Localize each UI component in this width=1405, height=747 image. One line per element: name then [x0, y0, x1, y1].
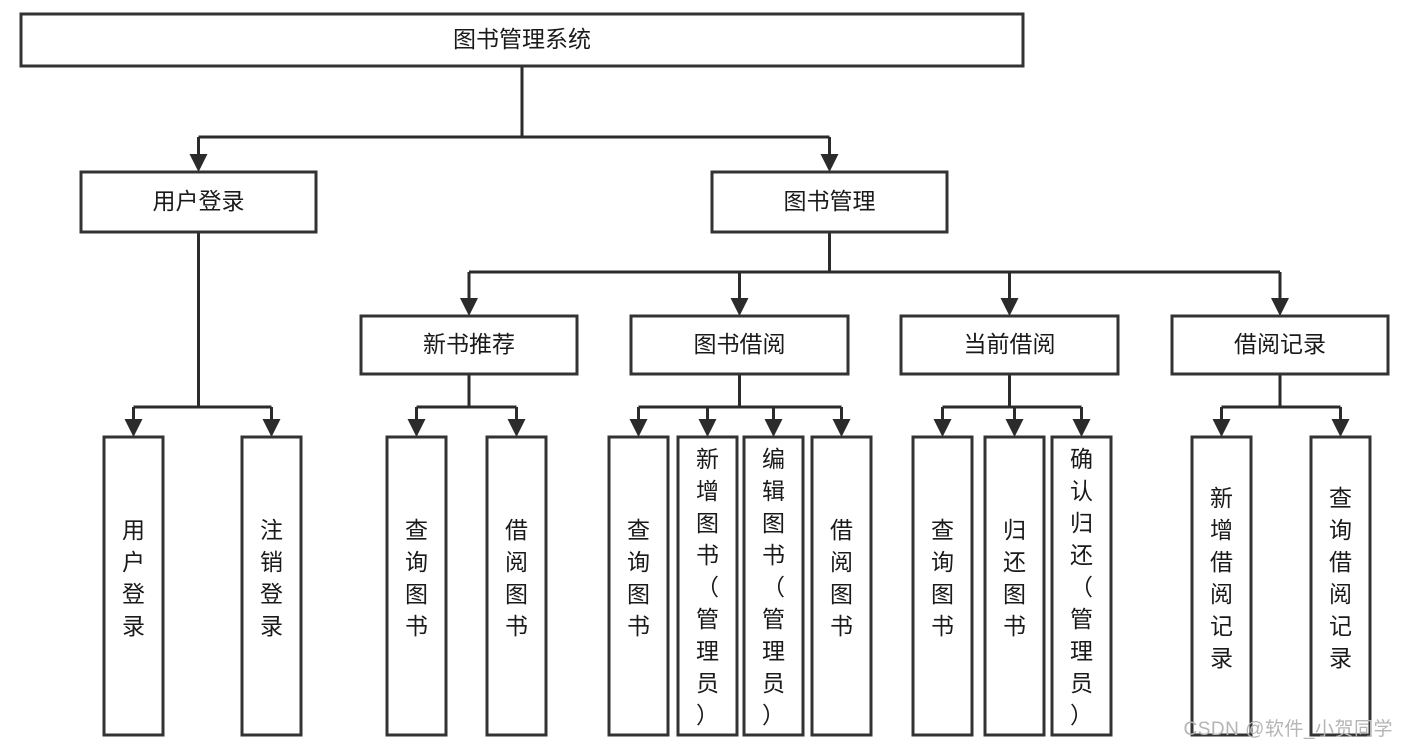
node-leaf-logout[interactable]: 注销登录 — [240, 435, 303, 737]
node-new-book-recommend[interactable]: 新书推荐 — [359, 314, 579, 376]
node-leaf-query-borrow-record-box — [1309, 435, 1372, 737]
node-borrow-record[interactable]: 借阅记录 — [1170, 314, 1390, 376]
node-borrow-record-label: 借阅记录 — [1234, 331, 1326, 357]
nodes-layer: 图书管理系统用户登录图书管理新书推荐图书借阅当前借阅借阅记录用户登录注销登录查询… — [19, 12, 1390, 737]
node-new-book-recommend-box — [359, 314, 579, 376]
node-leaf-borrow-book-recommend[interactable]: 借阅图书 — [485, 435, 548, 737]
connector-arrowhead — [1005, 419, 1024, 437]
node-book-management-box — [710, 170, 949, 234]
node-current-borrow[interactable]: 当前借阅 — [899, 314, 1120, 376]
connector-arrowhead — [832, 419, 851, 437]
node-leaf-add-borrow-record-label: 新增借阅记录 — [1210, 485, 1233, 671]
node-leaf-query-book-borrow-label: 查询图书 — [627, 517, 650, 639]
node-leaf-query-borrow-record[interactable]: 查询借阅记录 — [1309, 435, 1372, 737]
node-leaf-add-borrow-record-box — [1190, 435, 1253, 737]
node-book-management[interactable]: 图书管理 — [710, 170, 949, 234]
node-user-login-label: 用户登录 — [153, 188, 245, 214]
node-borrow-record-box — [1170, 314, 1390, 376]
node-leaf-borrow-book-box — [810, 435, 873, 737]
connector-arrowhead — [1331, 419, 1350, 437]
node-leaf-return-book[interactable]: 归还图书 — [983, 435, 1046, 737]
node-root-label: 图书管理系统 — [453, 26, 591, 52]
node-leaf-edit-book-admin-box — [742, 435, 805, 737]
node-root[interactable]: 图书管理系统 — [19, 12, 1025, 68]
node-leaf-logout-label: 注销登录 — [260, 517, 283, 639]
node-leaf-logout-box — [240, 435, 303, 737]
connector-arrowhead — [1212, 419, 1231, 437]
node-leaf-borrow-book[interactable]: 借阅图书 — [810, 435, 873, 737]
connector-arrowhead — [460, 298, 478, 316]
node-leaf-user-login-label: 用户登录 — [122, 517, 145, 639]
node-leaf-query-book-borrow[interactable]: 查询图书 — [607, 435, 670, 737]
node-leaf-add-book-admin[interactable]: 新增图书（管理员） — [676, 435, 739, 737]
connector-arrowhead — [1271, 298, 1289, 316]
node-leaf-add-book-admin-box — [676, 435, 739, 737]
node-book-borrow[interactable]: 图书借阅 — [629, 314, 850, 376]
node-leaf-query-book-recommend-label: 查询图书 — [405, 517, 428, 639]
connector-arrowhead — [407, 419, 426, 437]
node-root-box — [19, 12, 1025, 68]
node-leaf-user-login[interactable]: 用户登录 — [102, 435, 165, 737]
connector-arrowhead — [698, 419, 717, 437]
connectors-layer — [124, 66, 1350, 437]
node-leaf-add-book-admin-label: 新增图书（管理员） — [696, 446, 719, 728]
node-leaf-return-book-box — [983, 435, 1046, 737]
connector-arrowhead — [124, 419, 143, 437]
node-leaf-confirm-return-admin-box — [1050, 435, 1113, 737]
node-leaf-query-book-current-box — [911, 435, 974, 737]
connector-arrowhead — [262, 419, 281, 437]
node-leaf-query-book-borrow-box — [607, 435, 670, 737]
connector-arrowhead — [730, 298, 749, 316]
node-leaf-query-book-current[interactable]: 查询图书 — [911, 435, 974, 737]
node-leaf-confirm-return-admin[interactable]: 确认归还（管理员） — [1050, 435, 1113, 737]
node-leaf-edit-book-admin[interactable]: 编辑图书（管理员） — [742, 435, 805, 737]
node-current-borrow-label: 当前借阅 — [964, 331, 1056, 357]
connector-arrowhead — [189, 154, 208, 172]
node-leaf-query-borrow-record-label: 查询借阅记录 — [1329, 485, 1352, 671]
node-leaf-borrow-book-recommend-box — [485, 435, 548, 737]
node-leaf-query-book-current-label: 查询图书 — [931, 517, 954, 639]
node-leaf-query-book-recommend-box — [385, 435, 448, 737]
connector-arrowhead — [507, 419, 526, 437]
node-user-login[interactable]: 用户登录 — [79, 170, 318, 234]
node-leaf-user-login-box — [102, 435, 165, 737]
node-new-book-recommend-label: 新书推荐 — [423, 331, 515, 357]
node-book-management-label: 图书管理 — [784, 188, 876, 214]
connector-arrowhead — [1000, 298, 1019, 316]
node-book-borrow-box — [629, 314, 850, 376]
connector-arrowhead — [1072, 419, 1091, 437]
node-leaf-borrow-book-label: 借阅图书 — [830, 517, 853, 639]
connector-arrowhead — [764, 419, 783, 437]
node-user-login-box — [79, 170, 318, 234]
node-leaf-borrow-book-recommend-label: 借阅图书 — [505, 517, 528, 639]
node-leaf-return-book-label: 归还图书 — [1003, 517, 1026, 639]
node-leaf-confirm-return-admin-label: 确认归还（管理员） — [1070, 446, 1093, 728]
connector-arrowhead — [629, 419, 648, 437]
node-book-borrow-label: 图书借阅 — [694, 331, 786, 357]
node-leaf-edit-book-admin-label: 编辑图书（管理员） — [762, 446, 785, 728]
connector-arrowhead — [933, 419, 952, 437]
node-leaf-add-borrow-record[interactable]: 新增借阅记录 — [1190, 435, 1253, 737]
node-current-borrow-box — [899, 314, 1120, 376]
connector-arrowhead — [820, 154, 839, 172]
node-leaf-query-book-recommend[interactable]: 查询图书 — [385, 435, 448, 737]
